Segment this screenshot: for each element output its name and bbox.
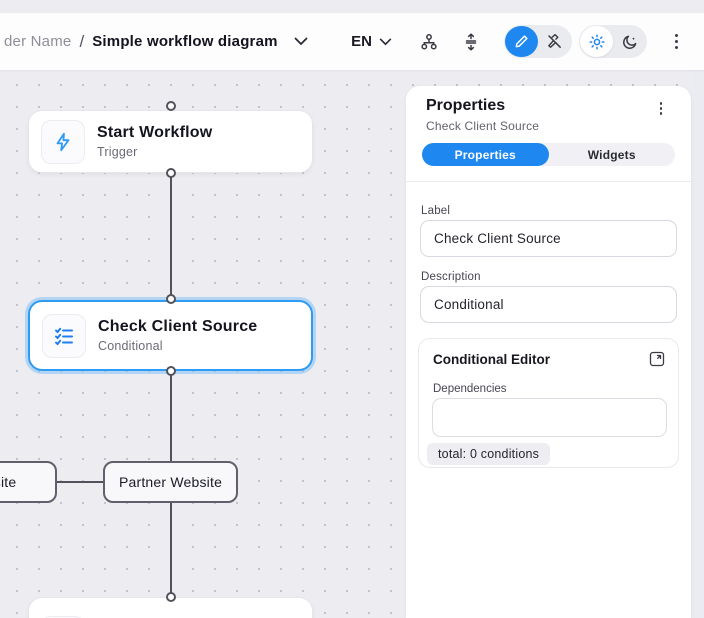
chevron-down-icon bbox=[379, 38, 392, 46]
conditions-total-badge: total: 0 conditions bbox=[427, 443, 551, 465]
handle-check-bottom[interactable] bbox=[165, 366, 176, 376]
breadcrumb-separator: / bbox=[79, 31, 85, 51]
label-field-label: Label bbox=[421, 205, 451, 217]
panel-title: Properties bbox=[426, 97, 506, 114]
conditional-editor-title: Conditional Editor bbox=[433, 352, 550, 367]
handle-start-top[interactable] bbox=[165, 101, 176, 111]
tab-properties[interactable]: Properties bbox=[422, 143, 549, 166]
toolbar-actions: EN bbox=[351, 13, 704, 70]
dependencies-label: Dependencies bbox=[433, 383, 507, 395]
node-label: Partner Website bbox=[118, 474, 223, 490]
panel-scroll-gutter[interactable] bbox=[691, 70, 704, 618]
node-label: Website bbox=[0, 474, 17, 490]
label-field-input[interactable] bbox=[420, 220, 677, 257]
trigger-iconbox bbox=[41, 119, 85, 164]
edge-start-to-check[interactable] bbox=[169, 177, 172, 295]
language-selector[interactable]: EN bbox=[351, 33, 392, 50]
node-partner-website[interactable]: Partner Website bbox=[103, 461, 238, 503]
vertical-spacing-icon[interactable] bbox=[462, 32, 480, 51]
more-menu-icon[interactable] bbox=[667, 32, 685, 52]
properties-panel: Properties Check Client Source Propertie… bbox=[406, 86, 691, 618]
panel-tabs: Properties Widgets bbox=[422, 143, 675, 166]
edit-mode-toggle bbox=[504, 25, 572, 58]
chevron-down-icon[interactable] bbox=[294, 37, 308, 46]
tab-widgets[interactable]: Widgets bbox=[587, 147, 636, 162]
lightning-bolt-icon bbox=[52, 131, 74, 153]
handle-confirm-top[interactable] bbox=[165, 592, 176, 602]
checklist-icon bbox=[52, 324, 76, 348]
node-title: Check Client Source bbox=[98, 318, 258, 335]
panel-divider bbox=[406, 181, 691, 182]
handle-check-top[interactable] bbox=[165, 294, 176, 304]
conditional-iconbox bbox=[42, 313, 86, 358]
panel-more-menu-icon[interactable] bbox=[653, 102, 669, 120]
edge-website-to-partner[interactable] bbox=[57, 481, 104, 483]
light-mode-icon[interactable] bbox=[580, 26, 613, 57]
node-website[interactable]: Website bbox=[0, 461, 57, 503]
handle-start-bottom[interactable] bbox=[165, 168, 176, 178]
breadcrumb-folder[interactable]: der Name bbox=[4, 33, 72, 50]
diagram-title[interactable]: Simple workflow diagram bbox=[92, 33, 278, 50]
node-start-workflow[interactable]: Start Workflow Trigger bbox=[28, 110, 313, 173]
lock-tools-icon[interactable] bbox=[538, 26, 571, 57]
description-field-input[interactable] bbox=[420, 286, 677, 323]
node-subtitle: Conditional bbox=[98, 339, 163, 353]
panel-subtitle: Check Client Source bbox=[426, 119, 540, 133]
auto-layout-icon[interactable] bbox=[420, 33, 438, 51]
node-title: Start Workflow bbox=[97, 124, 213, 141]
theme-toggle bbox=[579, 25, 647, 58]
breadcrumb: der Name / Simple workflow diagram bbox=[4, 32, 308, 52]
dependencies-input[interactable] bbox=[432, 398, 667, 437]
description-field-label: Description bbox=[421, 271, 481, 283]
top-toolbar: der Name / Simple workflow diagram EN bbox=[0, 13, 704, 70]
node-check-client-source[interactable]: Check Client Source Conditional bbox=[28, 300, 313, 371]
node-subtitle: Trigger bbox=[97, 145, 138, 159]
conditional-editor-card: Conditional Editor Dependencies total: 0… bbox=[418, 338, 679, 468]
language-label: EN bbox=[351, 33, 372, 50]
dark-mode-icon[interactable] bbox=[613, 26, 646, 57]
edit-pencil-icon[interactable] bbox=[505, 26, 538, 57]
expand-icon[interactable] bbox=[649, 351, 665, 367]
